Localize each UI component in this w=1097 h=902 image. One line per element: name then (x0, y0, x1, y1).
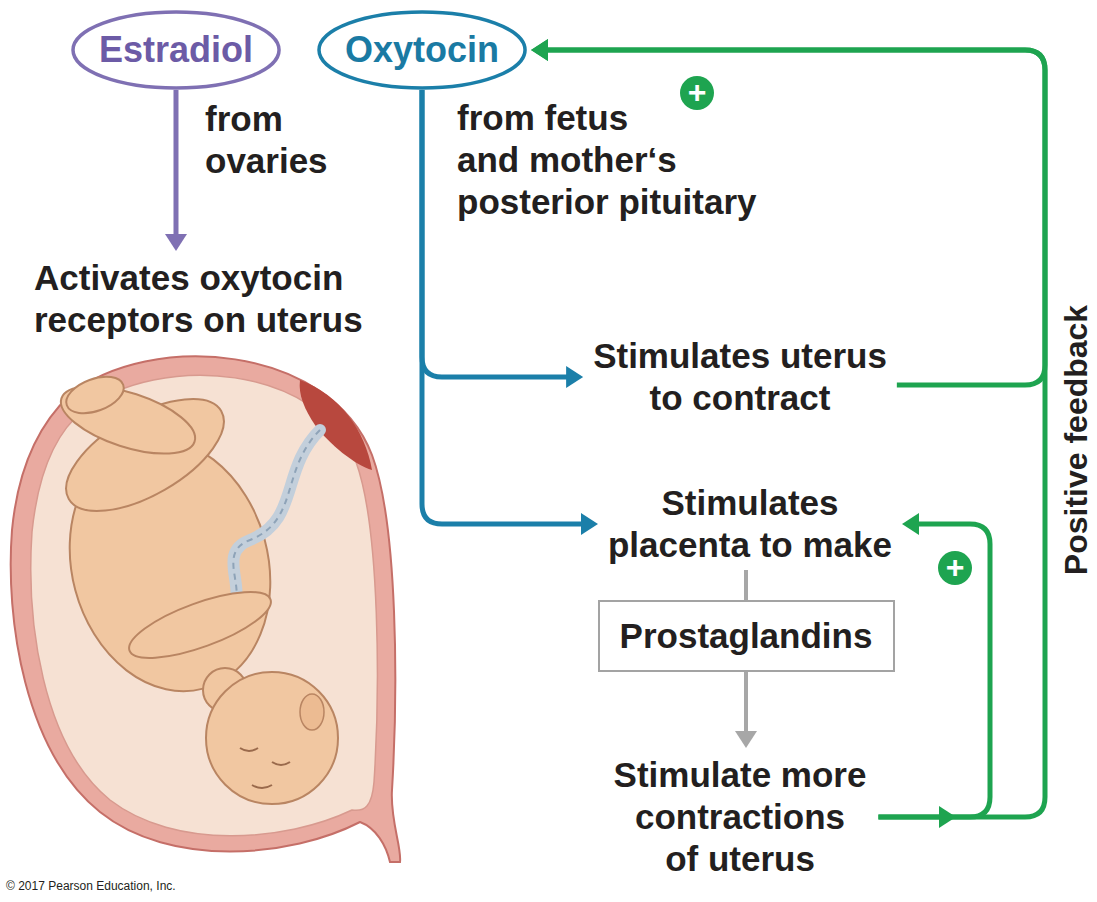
hormone-ellipse: Estradiol (71, 10, 281, 90)
node-text: Prostaglandins (620, 615, 873, 657)
step-text: Stimulates placenta to make (604, 480, 896, 568)
connector-line (173, 90, 178, 236)
step-text: Activates oxytocin receptors on uterus (30, 255, 367, 343)
arrow-head (902, 513, 919, 535)
uterus-wall (11, 356, 401, 862)
umbilical-cord (220, 430, 320, 620)
node-text: Activates oxytocin receptors on uterus (34, 258, 363, 339)
node-text: Estradiol (99, 30, 253, 70)
connector (165, 90, 187, 251)
fetus-foot (61, 370, 128, 421)
uterine-cavity (31, 375, 377, 835)
copyright-note: © 2017 Pearson Education, Inc. (6, 879, 176, 893)
fetus-face (240, 748, 290, 788)
node-text: Stimulates placenta to make (608, 483, 892, 564)
source-note: from fetus and mother‘s posterior pituit… (457, 97, 757, 223)
arrow-head (566, 366, 583, 388)
fetus-head (206, 672, 338, 804)
arrow-head (531, 39, 548, 61)
plus-sign: + (680, 76, 714, 110)
fetus-ear (300, 694, 324, 730)
connector (878, 513, 990, 817)
connector (746, 570, 747, 600)
node-text: Oxytocin (345, 30, 499, 70)
ellipse-outline-shape (319, 12, 525, 88)
ellipse-outline-shape (73, 12, 279, 88)
product-box: Prostaglandins (598, 600, 895, 672)
arrow-head (531, 39, 548, 61)
feedback-label: Positive feedback (1058, 305, 1094, 575)
source-note: from ovaries (205, 98, 328, 182)
connector (735, 672, 757, 748)
connector-line (878, 524, 990, 817)
umbilical-cord-detail (220, 430, 320, 620)
arrow-head (735, 731, 757, 748)
plus-sign: + (938, 551, 972, 585)
node-text: Stimulates uterus to contract (593, 336, 887, 417)
arrow-head (165, 234, 187, 251)
step-text: Stimulate more contractions of uterus (610, 752, 871, 882)
hormone-ellipse: Oxytocin (317, 10, 527, 90)
placenta (300, 380, 372, 470)
fetus-arm (122, 579, 278, 672)
arrow-head (581, 513, 598, 535)
node-text: Stimulate more contractions of uterus (614, 755, 867, 878)
connector-line (744, 570, 748, 600)
step-text: Stimulates uterus to contract (589, 333, 891, 421)
connector-line (744, 672, 748, 733)
